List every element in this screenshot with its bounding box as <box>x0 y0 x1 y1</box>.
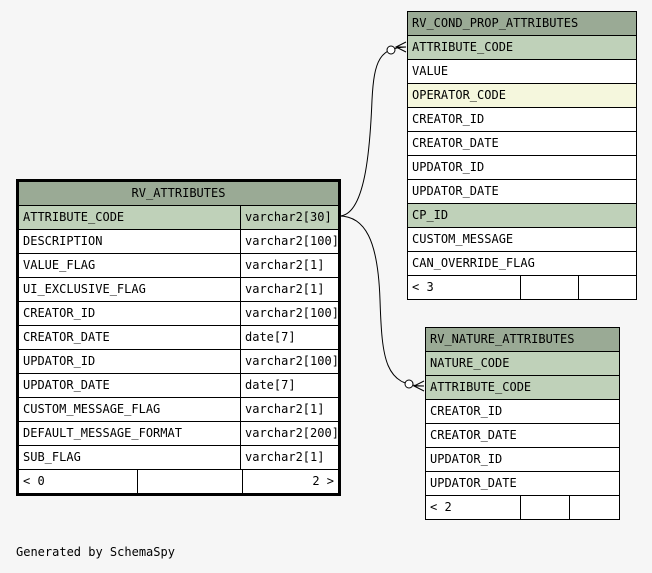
column-row[interactable]: CREATOR_DATE date[7] <box>19 326 338 350</box>
column-name: CAN_OVERRIDE_FLAG <box>412 256 535 270</box>
link-to-cond-prop <box>338 46 407 217</box>
column-row[interactable]: CREATOR_ID varchar2[100] <box>19 302 338 326</box>
column-row[interactable]: CUSTOM_MESSAGE <box>408 228 636 252</box>
column-row[interactable]: CREATOR_ID <box>408 108 636 132</box>
column-row[interactable]: CAN_OVERRIDE_FLAG <box>408 252 636 276</box>
table-header: RV_ATTRIBUTES <box>19 182 338 206</box>
column-name: UPDATOR_ID <box>23 354 96 368</box>
column-name: UPDATOR_DATE <box>412 184 499 198</box>
column-row[interactable]: UPDATOR_DATE date[7] <box>19 374 338 398</box>
column-type: varchar2[1] <box>240 446 338 469</box>
children-count[interactable]: 2 > <box>242 470 338 494</box>
column-name: UPDATOR_ID <box>430 452 503 466</box>
footer-spacer <box>520 496 569 520</box>
column-name: CREATOR_ID <box>412 112 485 126</box>
column-row[interactable]: VALUE_FLAG varchar2[1] <box>19 254 338 278</box>
link-to-cond-prop-circle <box>386 45 396 55</box>
column-row[interactable]: DEFAULT_MESSAGE_FORMAT varchar2[200] <box>19 422 338 446</box>
column-name: CREATOR_DATE <box>23 330 110 344</box>
column-type: varchar2[1] <box>240 278 338 301</box>
column-row[interactable]: VALUE <box>408 60 636 84</box>
column-type: varchar2[30] <box>240 206 338 229</box>
column-type: date[7] <box>240 326 338 349</box>
column-row[interactable]: CREATOR_DATE <box>426 424 619 448</box>
column-name: UI_EXCLUSIVE_FLAG <box>23 282 146 296</box>
column-row[interactable]: ATTRIBUTE_CODE <box>408 36 636 60</box>
generated-by-credit: Generated by SchemaSpy <box>16 545 175 559</box>
table-rv-attributes[interactable]: RV_ATTRIBUTES ATTRIBUTE_CODE varchar2[30… <box>16 179 341 496</box>
column-row[interactable]: UPDATOR_DATE <box>426 472 619 496</box>
column-type: varchar2[100] <box>240 230 338 253</box>
footer-spacer <box>137 470 242 494</box>
footer-spacer <box>578 276 636 300</box>
column-name: CREATOR_DATE <box>430 428 517 442</box>
column-row[interactable]: CREATOR_DATE <box>408 132 636 156</box>
footer-spacer <box>520 276 578 300</box>
column-row[interactable]: ATTRIBUTE_CODE varchar2[30] <box>19 206 338 230</box>
column-row[interactable]: OPERATOR_CODE <box>408 84 636 108</box>
column-type: varchar2[100] <box>240 302 338 325</box>
table-title: RV_ATTRIBUTES <box>131 186 226 200</box>
column-name: VALUE <box>412 64 449 78</box>
column-row[interactable]: CREATOR_ID <box>426 400 619 424</box>
column-name: UPDATOR_DATE <box>430 476 517 490</box>
column-name: DESCRIPTION <box>23 234 103 248</box>
column-type: varchar2[1] <box>240 398 338 421</box>
column-row[interactable]: ATTRIBUTE_CODE <box>426 376 619 400</box>
column-name: CREATOR_ID <box>430 404 503 418</box>
column-name: VALUE_FLAG <box>23 258 96 272</box>
column-name: SUB_FLAG <box>23 450 81 464</box>
parents-count[interactable]: < 3 <box>412 280 434 294</box>
column-type: date[7] <box>240 374 338 397</box>
table-footer: < 0 2 > <box>19 470 338 494</box>
footer-spacer <box>569 496 619 520</box>
column-type: varchar2[1] <box>240 254 338 277</box>
column-name: UPDATOR_DATE <box>23 378 110 392</box>
column-name: UPDATOR_ID <box>412 160 485 174</box>
column-row[interactable]: NATURE_CODE <box>426 352 619 376</box>
table-header: RV_COND_PROP_ATTRIBUTES <box>408 12 636 36</box>
column-row[interactable]: UI_EXCLUSIVE_FLAG varchar2[1] <box>19 278 338 302</box>
parents-count[interactable]: < 2 <box>430 500 452 514</box>
table-rv-nature-attributes[interactable]: RV_NATURE_ATTRIBUTES NATURE_CODE ATTRIBU… <box>425 327 620 520</box>
column-row[interactable]: UPDATOR_DATE <box>408 180 636 204</box>
column-name: ATTRIBUTE_CODE <box>412 40 514 54</box>
parents-count[interactable]: < 0 <box>23 474 45 488</box>
table-header: RV_NATURE_ATTRIBUTES <box>426 328 619 352</box>
column-row[interactable]: SUB_FLAG varchar2[1] <box>19 446 338 470</box>
column-name: OPERATOR_CODE <box>412 88 506 102</box>
column-name: CREATOR_ID <box>23 306 96 320</box>
column-name: CUSTOM_MESSAGE_FLAG <box>23 402 161 416</box>
column-type: varchar2[100] <box>240 350 338 373</box>
link-to-nature-circle <box>404 379 414 389</box>
column-name: ATTRIBUTE_CODE <box>430 380 532 394</box>
column-row[interactable]: UPDATOR_ID <box>408 156 636 180</box>
table-footer: < 3 <box>408 276 636 300</box>
table-rv-cond-prop-attributes[interactable]: RV_COND_PROP_ATTRIBUTES ATTRIBUTE_CODE V… <box>407 11 637 300</box>
column-name: CP_ID <box>412 208 449 222</box>
column-name: DEFAULT_MESSAGE_FORMAT <box>23 426 182 440</box>
link-to-nature-crowsfoot <box>412 380 425 392</box>
table-title: RV_COND_PROP_ATTRIBUTES <box>412 16 579 30</box>
table-title: RV_NATURE_ATTRIBUTES <box>430 332 575 346</box>
table-footer: < 2 <box>426 496 619 520</box>
column-name: NATURE_CODE <box>430 356 510 370</box>
link-to-nature <box>338 215 425 387</box>
link-to-cond-prop-crowsfoot <box>394 41 407 53</box>
column-name: ATTRIBUTE_CODE <box>23 210 125 224</box>
column-row[interactable]: DESCRIPTION varchar2[100] <box>19 230 338 254</box>
column-row[interactable]: CUSTOM_MESSAGE_FLAG varchar2[1] <box>19 398 338 422</box>
column-name: CREATOR_DATE <box>412 136 499 150</box>
column-row[interactable]: CP_ID <box>408 204 636 228</box>
column-row[interactable]: UPDATOR_ID <box>426 448 619 472</box>
column-type: varchar2[200] <box>240 422 338 445</box>
column-row[interactable]: UPDATOR_ID varchar2[100] <box>19 350 338 374</box>
column-name: CUSTOM_MESSAGE <box>412 232 514 246</box>
